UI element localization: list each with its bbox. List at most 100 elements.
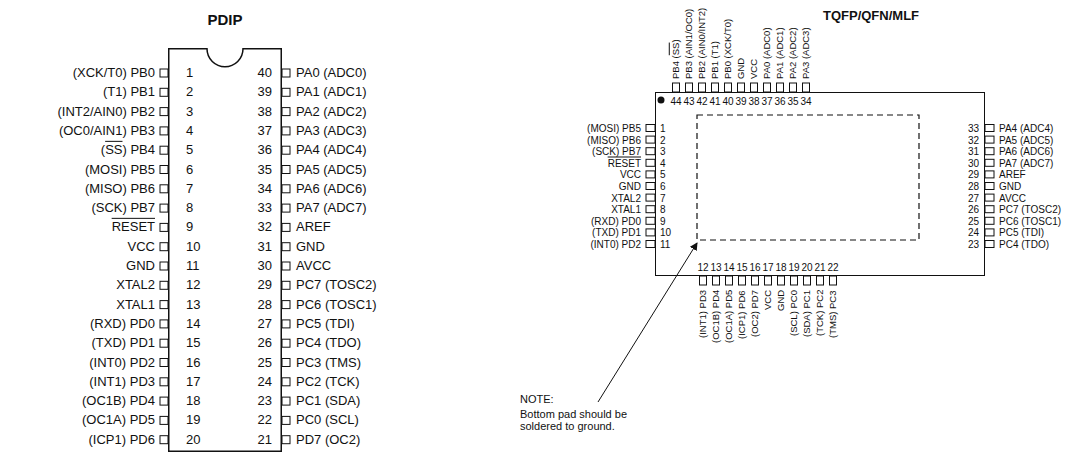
pin-number: 34 [800,96,811,107]
pin-square [686,83,693,92]
pin-number: 5 [660,169,666,180]
pin-square [752,276,759,285]
pin-square [160,223,168,231]
pin-square [985,194,994,201]
pin-name: PC6 (TOSC1) [296,297,377,311]
pin-name: PA4 (ADC4) [999,123,1053,134]
pin-number: 12 [186,278,200,292]
pin-number: 11 [660,239,670,250]
pin-number: 7 [186,182,193,196]
pin-number: 15 [736,262,747,273]
pin-name: GND [776,290,786,311]
pin-number: 30 [258,259,272,273]
pin-name: GND [126,259,155,273]
pin-square [778,276,785,285]
pin-name: (OC1A) PD5 [724,290,734,343]
pin-number: 42 [696,96,707,107]
pin-name: XTAL1 [611,204,641,215]
pin-name: VCC [749,59,759,79]
pin-square [160,88,168,96]
pin-name: GND [619,181,641,192]
pin-number: 17 [762,262,773,273]
pin-square [282,416,290,424]
pin-number: 28 [258,297,272,311]
pin-name: (SS) PB4 [101,143,155,157]
package-title: PDIP [207,12,242,29]
pin-number: 9 [186,220,193,234]
pin-square [713,276,720,285]
pin-number: 12 [697,262,708,273]
pin-name: PC2 (TCK) [296,375,360,389]
pin-name: (MOSI) PB5 [85,162,155,176]
pin-name: (MISO) PB6 [587,134,641,145]
pin-number: 32 [968,134,979,145]
pin-square [765,276,772,285]
pin-number: 5 [186,143,193,157]
pin-square [282,436,290,444]
pin-number: 10 [660,227,671,238]
pin-number: 32 [258,220,272,234]
pin-name: PC5 (TDI) [296,317,355,331]
pin-square [985,159,994,166]
pin-name: (ICP1) PD6 [89,433,155,447]
pin-square [646,217,655,224]
pin-number: 21 [814,262,825,273]
pin-number: 25 [258,355,272,369]
pin-number: 27 [258,317,272,331]
pin-number: 10 [186,240,200,254]
pin-square [777,83,784,92]
pin-name: PA0 (ADC0) [296,66,367,80]
pin-number: 8 [660,204,666,215]
pin-square [764,83,771,92]
pin-square [160,359,168,367]
note-text: Bottom pad should be soldered to ground. [520,408,645,432]
pin-number: 20 [801,262,812,273]
pin-number: 19 [186,413,200,427]
pin-name: PA6 (ADC6) [999,146,1053,157]
pin-name: PC1 (SDA) [296,394,360,408]
pin-name: PA3 (ADC3) [801,27,811,79]
pin-square [804,276,811,285]
pin-name: PA1 (ADC1) [775,27,785,79]
pin-name: PD7 (OC2) [296,433,360,447]
pin-name: PC5 (TDI) [999,227,1044,238]
pin-name: PC7 (TOSC2) [999,204,1061,215]
pin-number: 13 [186,297,200,311]
pin-number: 22 [258,413,272,427]
pin-square [830,276,837,285]
pin-number: 15 [186,336,200,350]
pin-name: PA2 (ADC2) [788,27,798,79]
pin-name: PA6 (ADC6) [296,182,367,196]
pin-name: (XCK/T0) PB0 [73,66,155,80]
pin-name: VCC [128,240,155,254]
pin-square [160,320,168,328]
pin-name: (ICP1) PD6 [737,290,747,339]
pin-square [817,276,824,285]
pin-number: 11 [186,259,200,273]
pin-number: 40 [722,96,733,107]
pin-name: PC4 (TDO) [999,239,1049,250]
pin-square [282,339,290,347]
pin-name: RESET [608,157,641,168]
pin-number: 1 [660,123,666,134]
pin-square [160,185,168,193]
pin-square [160,281,168,289]
pin-name: PA1 (ADC1) [296,85,367,99]
pin-name: (MISO) PB6 [85,182,155,196]
pin-name: (T1) PB1 [103,85,155,99]
pin-name: PA7 (ADC7) [296,201,367,215]
pin-square [160,108,168,116]
pin-number: 19 [788,262,799,273]
pin-number: 31 [968,146,979,157]
pin-square [282,359,290,367]
pin-square [282,166,290,174]
pin-square [985,183,994,190]
pin-square [985,217,994,224]
bottom-pad-outline [697,115,919,240]
pin-name: PB0 (XCK/T0) [723,19,733,79]
pin-square [160,146,168,154]
pin-number: 3 [186,104,193,118]
pin-number: 16 [749,262,760,273]
pin-name: PA2 (ADC2) [296,104,367,118]
pin-square [282,127,290,135]
